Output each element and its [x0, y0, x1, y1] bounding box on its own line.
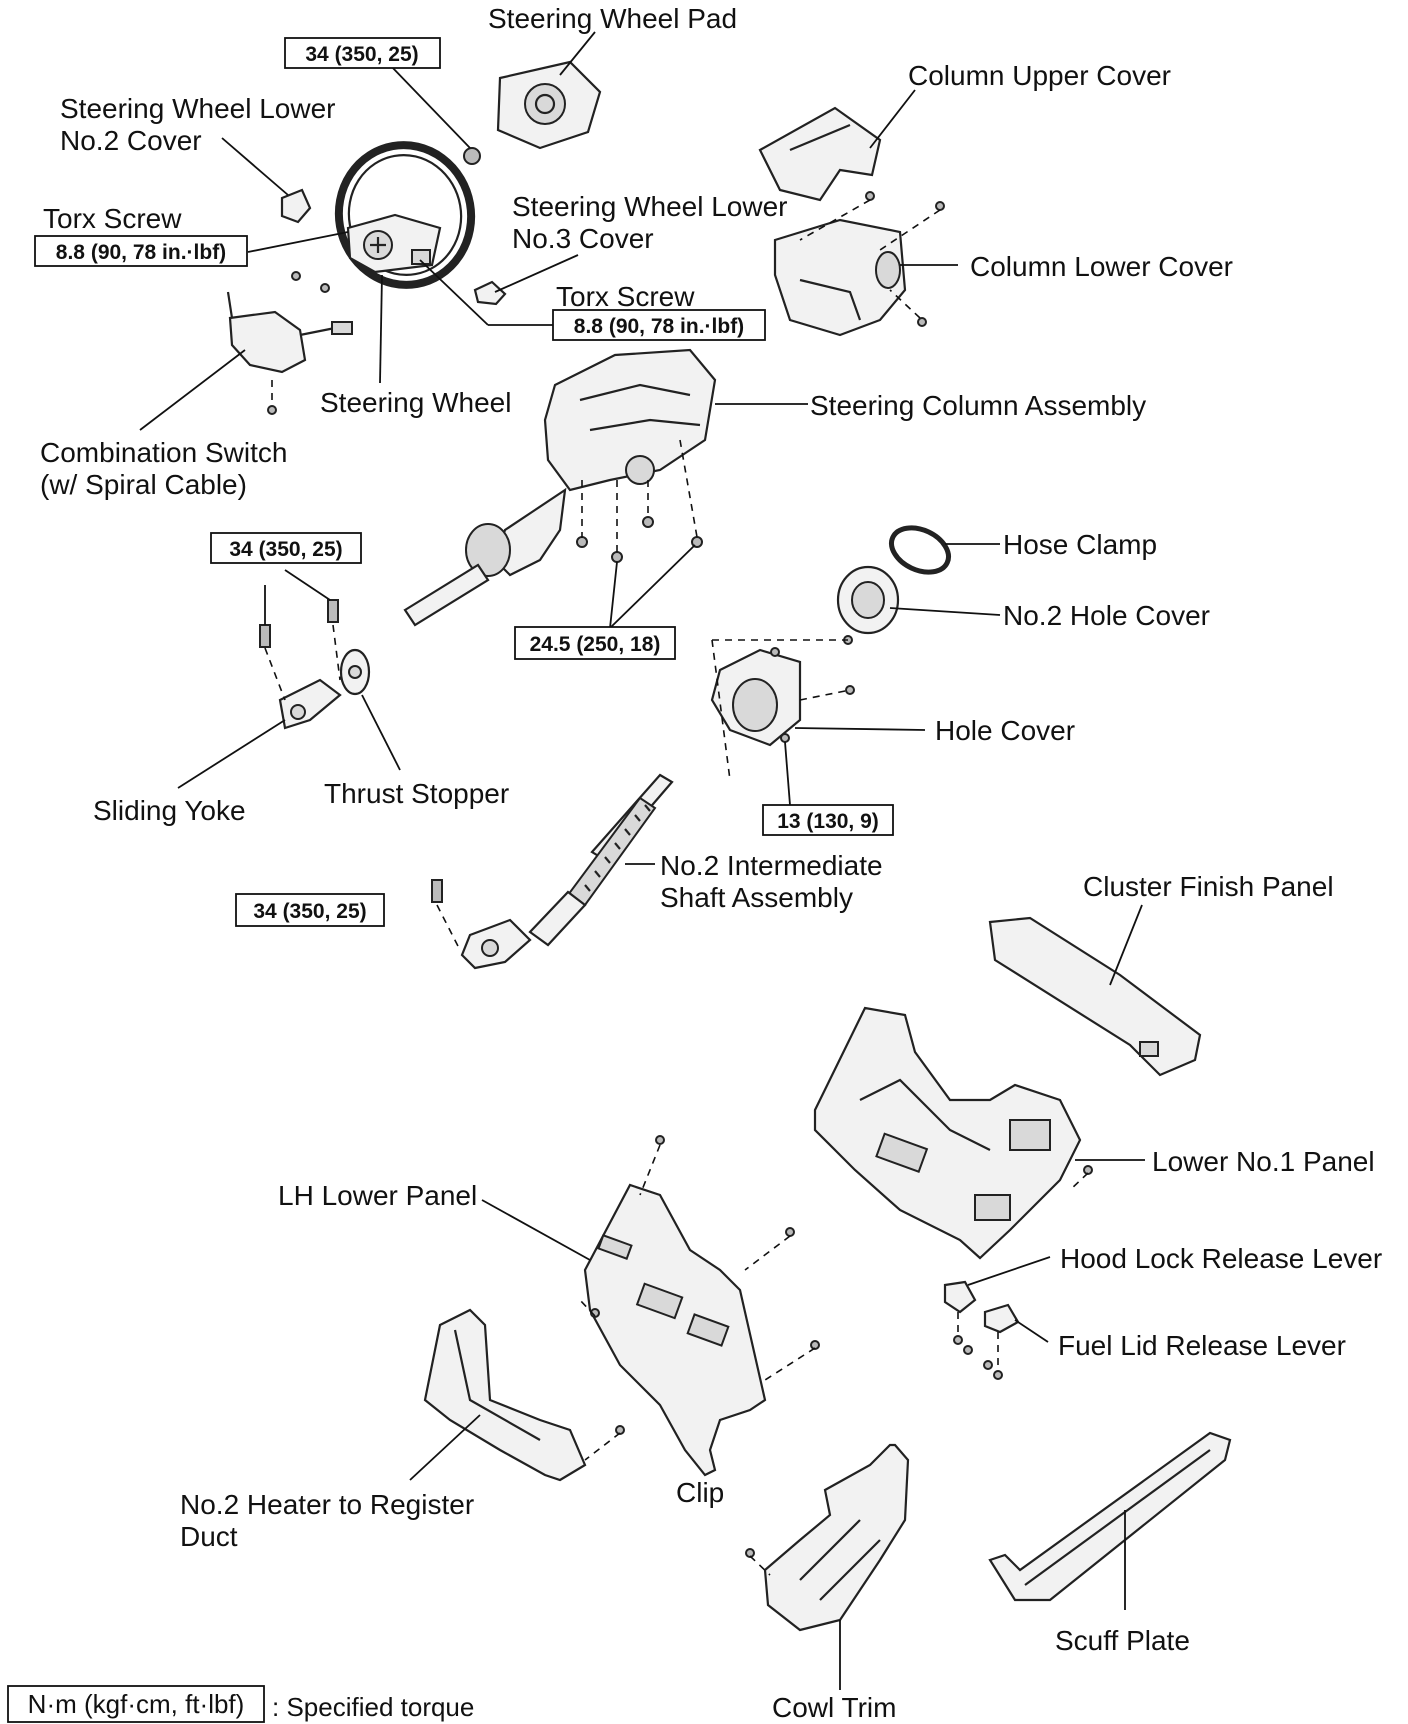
- torque-box-hole-cover-nut: 13 (130, 9): [762, 804, 894, 836]
- column-lower-cover-part: [773, 191, 945, 337]
- torque-value: 34 (350, 25): [229, 538, 342, 561]
- label-no2-hole-cover: No.2 Hole Cover: [1003, 600, 1210, 631]
- label-cluster-finish-panel: Cluster Finish Panel: [1083, 871, 1334, 902]
- thrust-stopper-part: [339, 648, 371, 696]
- torque-box-pad-nut: 34 (350, 25): [284, 37, 441, 69]
- label-steering-wheel-lower-no3-cover-1: Steering Wheel Lower: [512, 191, 787, 222]
- label-combination-switch-2: (w/ Spiral Cable): [40, 469, 247, 500]
- label-no2-intermediate-shaft-2: Shaft Assembly: [660, 882, 853, 913]
- torque-box-yoke-bolts: 34 (350, 25): [210, 532, 362, 564]
- label-hood-lock-release-lever: Hood Lock Release Lever: [1060, 1243, 1382, 1274]
- label-hose-clamp: Hose Clamp: [1003, 529, 1157, 560]
- torque-box-torx-right: 8.8 (90, 78 in.·lbf): [552, 309, 766, 341]
- legend-unit-box: N·m (kgf·cm, ft·lbf): [28, 1689, 245, 1719]
- label-steering-column-assembly: Steering Column Assembly: [810, 390, 1146, 421]
- combination-switch-part: [226, 271, 353, 415]
- label-steering-wheel: Steering Wheel: [320, 387, 511, 418]
- label-torx-screw-1: Torx Screw: [43, 203, 182, 234]
- part-labels: Steering Wheel Pad Column Upper Cover St…: [40, 3, 1382, 1723]
- fuel-lid-release-lever-part: [983, 1303, 1020, 1380]
- torque-box-shaft-bolt: 34 (350, 25): [235, 893, 385, 927]
- torque-box-torx-left: 8.8 (90, 78 in.·lbf): [34, 235, 248, 267]
- scuff-plate-part: [988, 1431, 1232, 1602]
- steering-wheel-part: [334, 141, 476, 289]
- label-no2-heater-duct-1: No.2 Heater to Register: [180, 1489, 474, 1520]
- hood-lock-release-lever-part: [943, 1280, 977, 1355]
- label-steering-wheel-pad: Steering Wheel Pad: [488, 3, 737, 34]
- label-lh-lower-panel: LH Lower Panel: [278, 1180, 477, 1211]
- no2-intermediate-shaft-part: [431, 773, 674, 970]
- steering-column-assembly-part: [403, 348, 717, 627]
- cluster-finish-panel-part: [988, 916, 1202, 1077]
- label-combination-switch-1: Combination Switch: [40, 437, 287, 468]
- label-steering-wheel-lower-no2-cover-1: Steering Wheel Lower: [60, 93, 335, 124]
- torque-legend: N·m (kgf·cm, ft·lbf) : Specified torque: [7, 1685, 474, 1723]
- torque-value: 8.8 (90, 78 in.·lbf): [574, 315, 744, 338]
- lh-lower-panel-part: [583, 1135, 820, 1477]
- label-scuff-plate: Scuff Plate: [1055, 1625, 1190, 1656]
- leader-lines: [139, 31, 1145, 1690]
- label-hole-cover: Hole Cover: [935, 715, 1075, 746]
- torque-box-column-nuts: 24.5 (250, 18): [514, 626, 676, 660]
- hole-cover-part: [710, 635, 855, 747]
- column-upper-cover-part: [758, 106, 882, 202]
- label-lower-no1-panel: Lower No.1 Panel: [1152, 1146, 1375, 1177]
- steering-wheel-lower-no2-cover-part: [280, 188, 312, 224]
- pad-nut-part: [463, 147, 481, 165]
- no2-heater-duct-part: [423, 1308, 625, 1482]
- no2-hole-cover-part: [836, 565, 900, 635]
- hose-clamp-part: [889, 525, 951, 575]
- label-column-lower-cover: Column Lower Cover: [970, 251, 1233, 282]
- yoke-bolts-part: [259, 599, 339, 648]
- label-cowl-trim: Cowl Trim: [772, 1692, 896, 1723]
- label-fuel-lid-release-lever: Fuel Lid Release Lever: [1058, 1330, 1346, 1361]
- label-column-upper-cover: Column Upper Cover: [908, 60, 1171, 91]
- label-no2-intermediate-shaft-1: No.2 Intermediate: [660, 850, 883, 881]
- torque-value: 34 (350, 25): [305, 43, 418, 66]
- legend-meaning: : Specified torque: [272, 1692, 474, 1722]
- steering-wheel-lower-no3-cover-part: [473, 280, 507, 306]
- label-thrust-stopper: Thrust Stopper: [324, 778, 509, 809]
- steering-wheel-pad-part: [496, 60, 602, 150]
- label-clip: Clip: [676, 1477, 724, 1508]
- cowl-trim-part: [745, 1443, 910, 1632]
- label-torx-screw-2: Torx Screw: [556, 281, 695, 312]
- torque-value: 24.5 (250, 18): [530, 633, 661, 656]
- assembly-dashed-lines: [264, 199, 1089, 1576]
- torque-value: 8.8 (90, 78 in.·lbf): [56, 241, 226, 264]
- sliding-yoke-part: [278, 678, 342, 730]
- torque-value: 34 (350, 25): [253, 900, 366, 923]
- label-sliding-yoke: Sliding Yoke: [93, 795, 246, 826]
- label-steering-wheel-lower-no2-cover-2: No.2 Cover: [60, 125, 202, 156]
- label-steering-wheel-lower-no3-cover-2: No.3 Cover: [512, 223, 654, 254]
- torque-value: 13 (130, 9): [777, 810, 879, 833]
- label-no2-heater-duct-2: Duct: [180, 1521, 238, 1552]
- lower-no1-panel-part: [813, 1006, 1093, 1260]
